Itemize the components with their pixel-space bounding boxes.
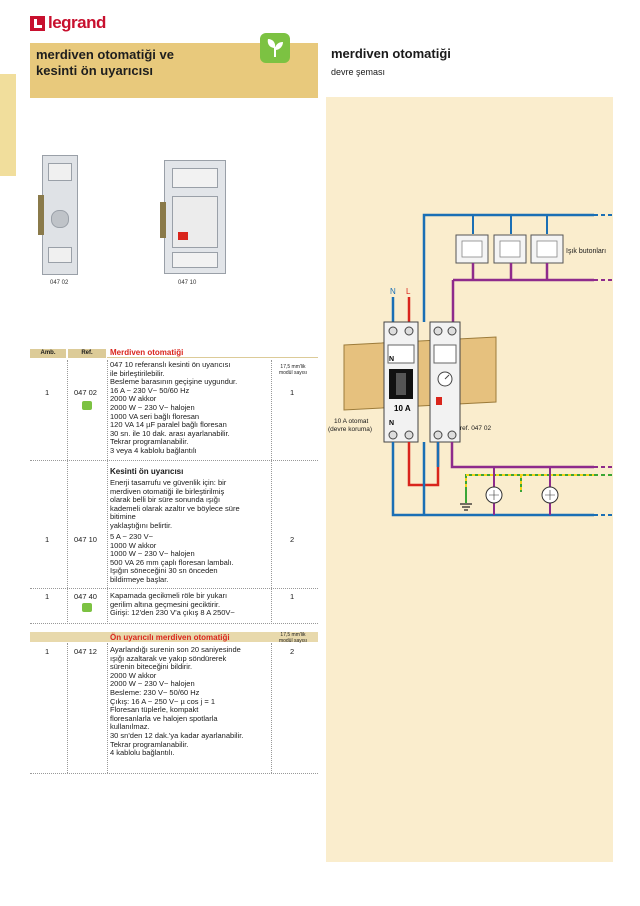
module-count: 1 [290,388,295,397]
product-label-047-02: 047 02 [50,280,69,286]
diagram-title: merdiven otomatiği [331,46,451,61]
legrand-logo-mark [30,15,45,31]
row-separator [30,588,318,589]
divider [67,643,68,773]
product-description: Kapamada gecikmeli röle bir yukarı geril… [110,591,235,618]
diagram-panel [326,97,613,862]
module-count: 2 [290,535,295,544]
ref-number: 047 10 [74,535,97,544]
ref-number: 047 40 [74,592,97,601]
pack-qty: 1 [45,388,50,397]
product-description: Ayarlandığı surenin son 20 saniyesinde ı… [110,645,244,758]
col-header-pack: Amb. [30,349,66,358]
wire-blue-neutral [391,442,594,517]
row-separator [30,623,318,624]
wire-blue-top [422,213,594,280]
pack-qty: 1 [45,647,50,656]
pack-qty: 1 [45,535,50,544]
subsection-title-warning: Kesinti ön uyarıcısı [110,467,184,476]
module-count-header: 17,5 mm'lik modül sayısı [278,632,308,644]
section-title-prewarning: Ön uyarıcılı merdiven otomatiği [110,633,230,642]
divider [271,360,272,622]
product-description: Enerji tasarrufu ve güvenlik için: bir m… [110,478,240,530]
pack-qty: 1 [45,592,50,601]
product-label-047-10: 047 10 [178,280,197,286]
section-title-staircase: Merdiven otomatiği [110,348,184,357]
label-L: L [406,287,411,296]
staircase-timer-047-02 [429,321,461,443]
diagram-subtitle: devre şeması [331,67,386,77]
divider [107,643,108,773]
leaf-eco-icon [260,33,290,63]
product-image-047-02 [38,155,80,277]
eco-badge-icon [82,401,92,410]
product-description: 5 A ~ 230 V~ 1000 W akkor 1000 W ~ 230 V… [110,532,234,584]
breaker-rating: 10 A [394,404,411,413]
product-image-047-10 [160,160,226,276]
module-count: 2 [290,647,295,656]
label-timer-ref: ref. 047 02 [460,425,491,432]
breaker-n-mark: N [389,356,394,363]
legrand-logo: legrand [30,13,106,32]
divider [67,360,68,622]
wire-earth [465,474,594,487]
ref-number: 047 12 [74,647,97,656]
ref-number: 047 02 [74,388,97,397]
header-bar [107,357,318,358]
buttons-label: Işık butonları [566,248,606,255]
wire-purple-buttons [453,263,594,282]
din-rail [343,336,497,411]
label-N: N [390,287,396,296]
eco-badge-icon [82,603,92,612]
brand-name: legrand [48,13,106,32]
row-separator [30,460,318,461]
left-edge-tab [0,74,16,176]
divider [271,643,272,773]
wire-purple-lamp [450,442,594,469]
module-count-header: 17,5 mm'lik modül sayısı [278,364,308,376]
label-breaker: 10 A otomat(devre koruma) [328,418,372,433]
breaker-n-mark-bottom: N [389,420,394,427]
product-description: 047 10 referanslı kesinti ön uyarıcısı i… [110,360,238,455]
col-header-ref: Ref. [68,349,106,358]
row-separator [30,773,318,774]
page-title: merdiven otomatiği ve kesinti ön uyarıcı… [36,47,174,78]
wire-blue-branches [472,215,548,234]
wiring-diagram: Işık butonları N L N 10 A N 10 A otomat(… [328,213,612,517]
section2-header-bar [30,632,318,642]
divider [107,360,108,622]
module-count: 1 [290,592,295,601]
